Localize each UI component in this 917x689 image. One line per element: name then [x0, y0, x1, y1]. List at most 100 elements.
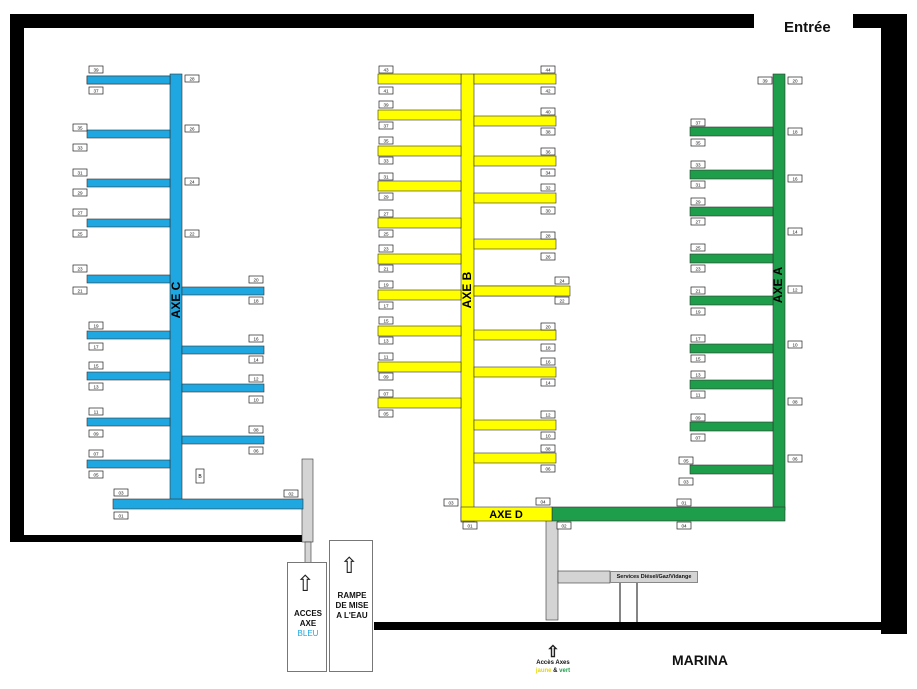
axe-c-bottom-walkway [112, 498, 304, 510]
slip-number: 19 [695, 310, 701, 315]
axe-c-slip-tag [88, 321, 104, 330]
acces-axes-and: & [551, 667, 560, 674]
axe-c-slip-tag [88, 361, 104, 370]
slip-number: 29 [383, 195, 389, 200]
axe-b-finger-left [377, 325, 462, 337]
slip-number: 31 [77, 171, 83, 176]
slip-number: 05 [383, 412, 389, 417]
axe-b-finger-left [377, 145, 462, 157]
slip-number: 20 [545, 325, 551, 330]
slip-number: 38 [545, 130, 551, 135]
axe-c-slip-tag [88, 429, 104, 438]
slip-number: 13 [93, 385, 99, 390]
slip-number: 29 [695, 200, 701, 205]
axe-b-slip-tag [540, 410, 556, 419]
slip-number: 06 [792, 457, 798, 462]
small-marker: B [198, 474, 202, 480]
axe-b-slip-tag [378, 229, 394, 238]
axe-c-slip-tag [248, 446, 264, 455]
small-marker-box [195, 468, 205, 484]
axe-b-finger-right-long [473, 285, 571, 297]
slip-number: 33 [77, 146, 83, 151]
axe-c-finger-left [86, 417, 171, 427]
slip-number: 06 [253, 449, 259, 454]
slip-number: 18 [792, 130, 798, 135]
slip-number: 14 [545, 381, 551, 386]
axe-a-slip-tag [787, 454, 803, 463]
axe-b-slip-tag [540, 86, 556, 95]
axe-c-finger-left [86, 371, 171, 381]
axe-b-slip-tag [378, 280, 394, 289]
services-walkway [557, 570, 611, 584]
slip-number: 35 [695, 141, 701, 146]
slip-number: 31 [383, 175, 389, 180]
axe-b-finger-left [377, 73, 462, 85]
slip-number: 02 [561, 524, 567, 529]
axe-c-finger-left [86, 218, 171, 228]
rampe-mise-a-leau-box[interactable]: ⇧ RAMPE DE MISE A L'EAU [329, 540, 373, 672]
axe-c-slip-tag [72, 188, 88, 197]
slip-number: 07 [383, 392, 389, 397]
slip-number: 39 [93, 68, 99, 73]
axe-a-slip-tag [757, 76, 773, 85]
axe-b-finger-left [377, 253, 462, 265]
slip-number: 08 [545, 447, 551, 452]
axe-c-slip-tag [72, 208, 88, 217]
slip-number: 16 [792, 177, 798, 182]
axe-a-slip-tag [690, 160, 706, 169]
axe-a-slip-tag [690, 390, 706, 399]
axe-b-slip-tag [540, 107, 556, 116]
axe-b-slip-tag [540, 357, 556, 366]
slip-number: 08 [253, 428, 259, 433]
slip-number: 32 [545, 186, 551, 191]
slip-number: 28 [189, 77, 195, 82]
axe-a-slip-tag [678, 456, 694, 465]
axe-c-slip-tag [72, 229, 88, 238]
axe-a-slip-tag [690, 138, 706, 147]
slip-number: 12 [253, 377, 259, 382]
slip-number: 13 [695, 373, 701, 378]
slip-number: 18 [545, 346, 551, 351]
axe-b-slip-tag [540, 65, 556, 74]
acces-axe-bleu-color: BLEU [297, 629, 319, 638]
access-walkway-bleu-lower [304, 541, 312, 565]
slip-number: 14 [253, 358, 259, 363]
left-wall [10, 14, 24, 542]
axe-a-finger-left [689, 379, 774, 390]
axe-a-slip-tag [690, 180, 706, 189]
axe-a-slip-tag [690, 354, 706, 363]
slip-number: 23 [77, 267, 83, 272]
slip-number: 05 [683, 459, 689, 464]
slip-number: 21 [695, 289, 701, 294]
axe-c-slip-tag [88, 449, 104, 458]
axe-b-finger-right [473, 366, 557, 378]
axe-b-finger-right [473, 329, 557, 341]
slip-number: 34 [545, 171, 551, 176]
axe-b-label: AXE B [460, 271, 474, 308]
axe-a-slip-tag [690, 243, 706, 252]
slip-number: 21 [77, 289, 83, 294]
bottom-wall-left [10, 535, 302, 542]
axe-c-slip-tag [88, 382, 104, 391]
axe-a-slip-tag [787, 127, 803, 136]
slip-number: 13 [383, 339, 389, 344]
slip-number: 19 [383, 283, 389, 288]
axe-a-slip-tag [787, 227, 803, 236]
axe-b-finger-left [377, 217, 462, 229]
axe-c-slip-tag [88, 342, 104, 351]
acces-axe-bleu-box[interactable]: ⇧ ACCES AXE BLEU [287, 562, 327, 672]
marina-label: MARINA [672, 652, 728, 668]
axe-b-slip-tag [540, 378, 556, 387]
axe-b-slip-tag [378, 156, 394, 165]
services-diesel-gaz-vidange[interactable]: Services Diésel/Gaz/Vidange [610, 571, 698, 583]
right-wall [881, 14, 907, 634]
axe-b-slip-tag [540, 464, 556, 473]
slip-number: 39 [762, 79, 768, 84]
acces-axes-vert: vert [559, 667, 571, 674]
slip-number: 04 [540, 500, 546, 505]
slip-number: 27 [695, 220, 701, 225]
slip-number: 15 [383, 319, 389, 324]
slip-number: 19 [93, 324, 99, 329]
slip-number: 43 [383, 68, 389, 73]
slip-number: 17 [383, 304, 389, 309]
